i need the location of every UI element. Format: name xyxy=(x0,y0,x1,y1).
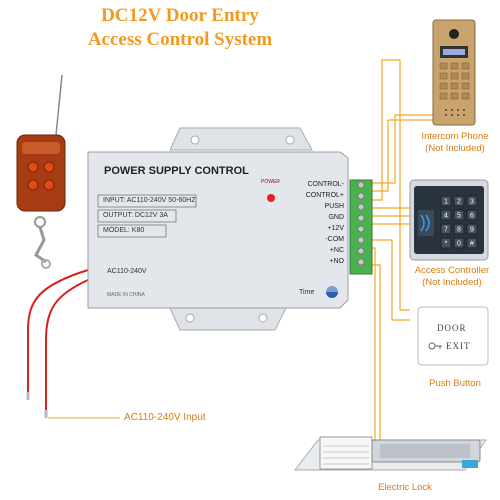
time-knob-icon xyxy=(326,286,338,298)
ac-wire-2 xyxy=(45,279,89,410)
keypad-key-label: 3 xyxy=(470,199,474,206)
terminal-label: +NO xyxy=(329,258,344,265)
keypad-key-label: 9 xyxy=(470,227,474,234)
keypad-key xyxy=(466,209,478,221)
terminal-label: +12V xyxy=(327,225,344,232)
intercom-label: Intercom Phone (Not Included) xyxy=(410,131,500,155)
wire-push-2 xyxy=(372,239,410,321)
wire-intercom-2 xyxy=(372,119,433,192)
time-label: Time xyxy=(299,289,315,296)
terminal-label: GND xyxy=(328,214,344,221)
keypad-key-label: 4 xyxy=(444,213,448,220)
electric-lock-icon xyxy=(293,436,487,471)
access-label-line2: (Not Included) xyxy=(422,277,482,288)
keypad-key-label: 5 xyxy=(457,213,461,220)
psu-model-box xyxy=(97,224,167,238)
control-wires xyxy=(372,59,433,450)
keypad-key xyxy=(440,223,452,235)
keypad-key xyxy=(440,237,452,249)
keypad-key xyxy=(453,237,465,249)
terminal-label: CONTROL- xyxy=(307,181,344,188)
wire-lock-1 xyxy=(372,247,376,450)
keypad-key-label: 2 xyxy=(457,199,461,206)
intercom-panel-icon xyxy=(432,19,476,126)
keypad-key xyxy=(466,237,478,249)
keypad-key xyxy=(453,223,465,235)
ac-input-label: AC110-240V Input xyxy=(124,412,206,423)
wire-intercom-1 xyxy=(372,114,433,184)
psu-ac-text: AC110-240V xyxy=(107,268,147,275)
remote-control-icon xyxy=(16,74,66,269)
psu-output-text: OUTPUT: DC12V 3A xyxy=(103,212,168,219)
button-face-door: DOOR xyxy=(437,323,467,333)
terminal-screws xyxy=(357,181,365,266)
ac-wires xyxy=(27,269,89,410)
terminal-label: CONTROL+ xyxy=(305,192,344,199)
title-line-1: DC12V Door Entry xyxy=(101,5,259,26)
push-button-label: Push Button xyxy=(429,378,481,389)
keypad-key-label: * xyxy=(445,241,448,248)
keypad-key xyxy=(440,195,452,207)
wire-lock-2 xyxy=(372,264,381,445)
terminal-label: PUSH xyxy=(324,203,344,210)
psu-made-text: MADE IN CHINA xyxy=(107,292,145,298)
psu-output-box xyxy=(97,209,177,223)
access-label-line1: Access Controller xyxy=(414,265,490,276)
keypad-key-label: 1 xyxy=(444,199,448,206)
push-button-icon xyxy=(417,306,489,366)
intercom-label-line2: (Not Included) xyxy=(425,143,485,154)
psu-header: POWER SUPPLY CONTROL xyxy=(104,165,249,177)
keypad-key-label: 8 xyxy=(457,227,461,234)
psu-model-text: MODEL: K80 xyxy=(103,227,145,234)
title-line-2: Access Control System xyxy=(87,29,273,50)
electric-lock-label: Electric Lock xyxy=(378,482,432,493)
button-face-exit: EXIT xyxy=(446,341,471,351)
ac-wire-1 xyxy=(27,269,89,392)
keypad-key xyxy=(466,195,478,207)
terminal-label: +NC xyxy=(329,247,344,254)
wire-push xyxy=(372,59,410,311)
keypad-key-label: 0 xyxy=(457,241,461,248)
power-label: POWER xyxy=(261,179,280,185)
psu-mount-top xyxy=(169,127,313,151)
keypad-key xyxy=(440,209,452,221)
intercom-label-line1: Intercom Phone xyxy=(421,131,489,142)
psu-body xyxy=(87,151,349,309)
power-led-icon xyxy=(267,194,275,202)
terminal-label: -COM xyxy=(325,236,344,243)
keypad-key xyxy=(466,223,478,235)
keypad-key xyxy=(453,209,465,221)
keypad-key xyxy=(453,195,465,207)
keypad-key-label: # xyxy=(470,241,474,248)
psu-input-text: INPUT: AC110-240V 50-60HZ xyxy=(103,197,196,204)
wire-tips xyxy=(26,392,48,418)
keypad-key-label: 6 xyxy=(470,213,474,220)
access-label: Access Controller (Not Included) xyxy=(404,265,500,289)
psu-mount-bottom xyxy=(169,307,287,331)
psu-input-box xyxy=(97,194,197,208)
keypad-key-label: 7 xyxy=(444,227,448,234)
access-keypad: 1 2 3 4 5 6 7 8 9 * 0 # xyxy=(440,195,478,249)
